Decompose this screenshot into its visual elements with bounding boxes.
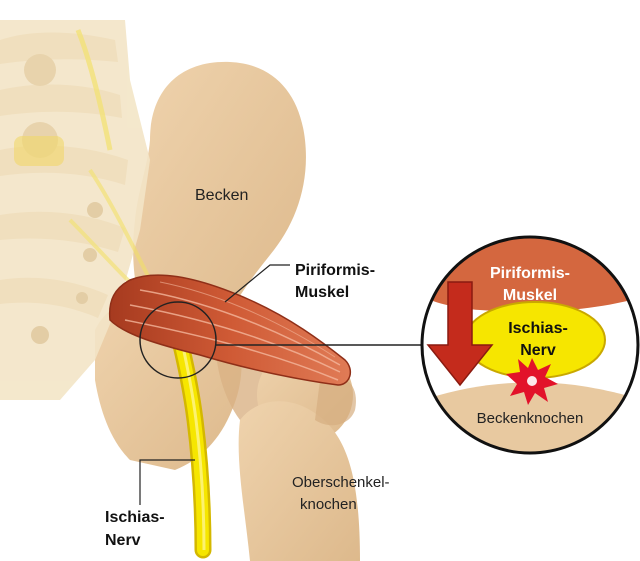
inset-label-nerve-1: Ischias-	[508, 320, 568, 337]
leader-piriformis	[224, 264, 290, 303]
label-femur-1: Oberschenkel-	[292, 474, 390, 491]
inset-border	[420, 235, 640, 455]
inset-label-bone: Beckenknochen	[477, 410, 584, 427]
leader-sciatic	[139, 459, 195, 505]
label-sciatic-2: Nerv	[105, 532, 141, 549]
label-sciatic-1: Ischias-	[105, 509, 165, 526]
inset-label-muscle-2: Muskel	[503, 287, 557, 304]
label-femur-2: knochen	[300, 496, 357, 513]
label-pelvis: Becken	[195, 187, 248, 204]
inset-magnification: Piriformis- Muskel Ischias- Nerv Beckenk…	[420, 235, 640, 455]
focus-circle	[139, 301, 217, 379]
inset-label-nerve-2: Nerv	[520, 342, 556, 359]
label-piriformis-2: Muskel	[295, 284, 349, 301]
inset-label-muscle-1: Piriformis-	[490, 265, 570, 282]
label-piriformis-1: Piriformis-	[295, 262, 375, 279]
compression-arrow	[426, 281, 494, 387]
